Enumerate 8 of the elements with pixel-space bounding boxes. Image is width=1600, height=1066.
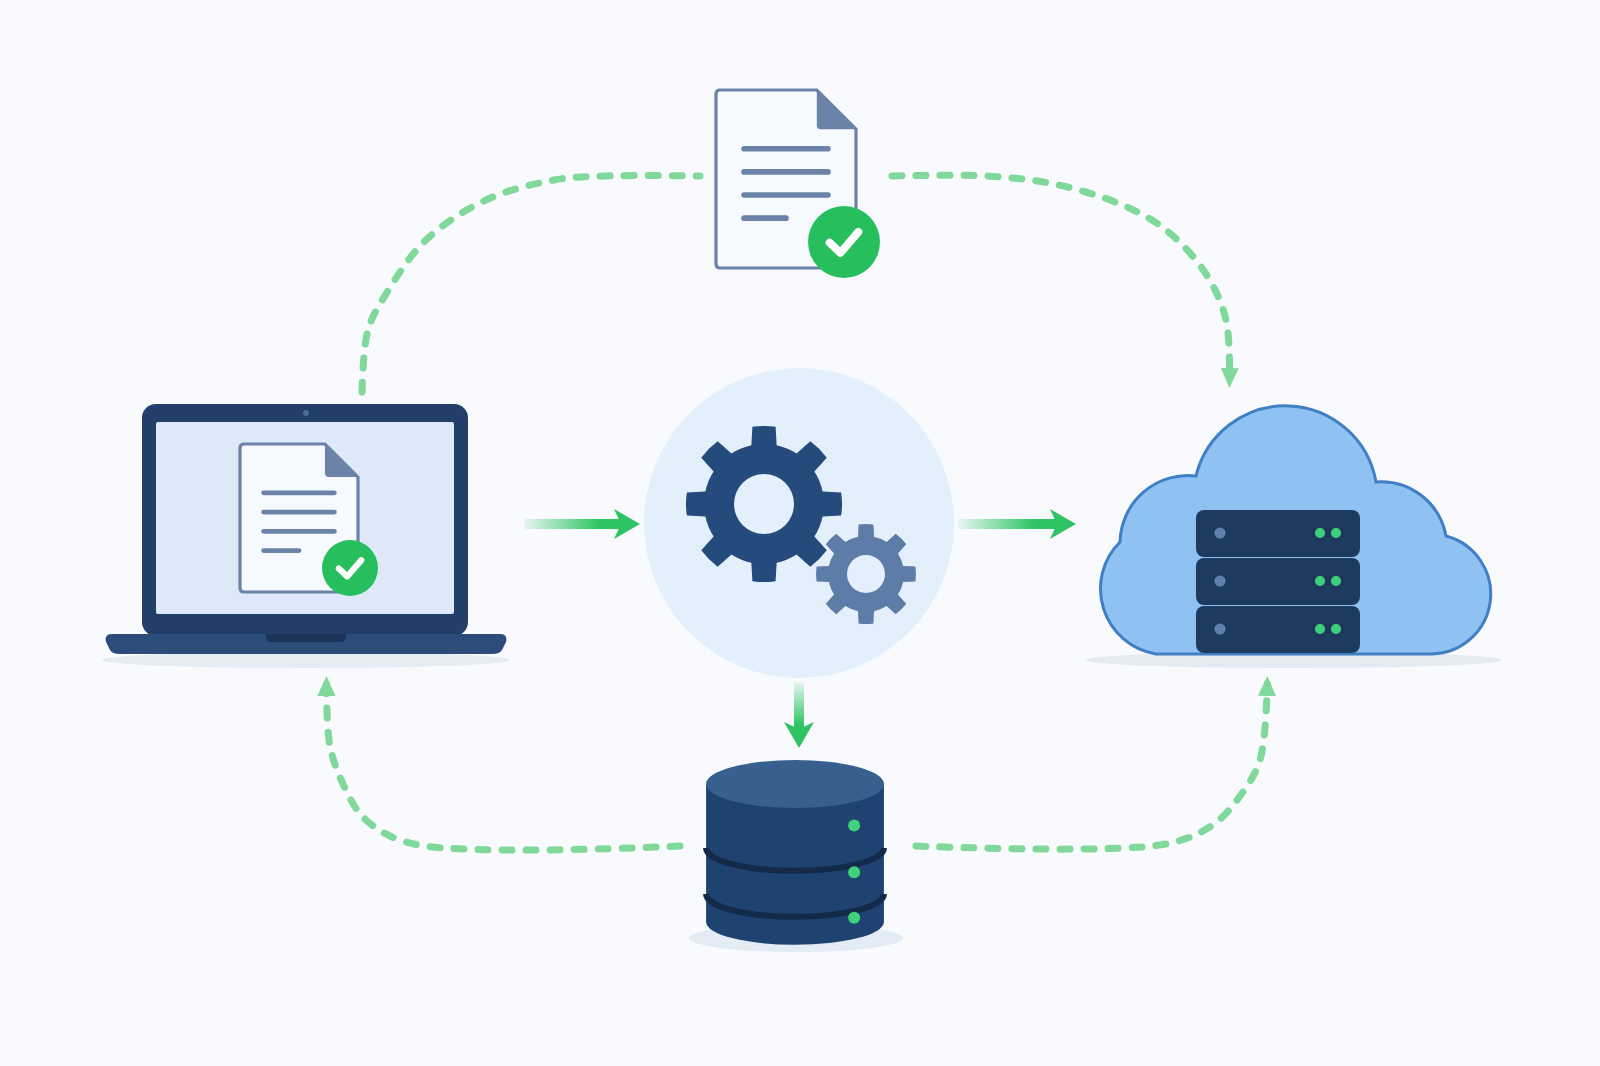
dashed-arrow (317, 676, 684, 854)
gears-illustration (644, 368, 954, 678)
arrow (524, 509, 640, 539)
dashed-line (358, 172, 704, 396)
arrow (958, 509, 1076, 539)
dashed-arrow (912, 675, 1276, 853)
dashed-arrow (888, 171, 1239, 388)
arrow (784, 682, 814, 748)
